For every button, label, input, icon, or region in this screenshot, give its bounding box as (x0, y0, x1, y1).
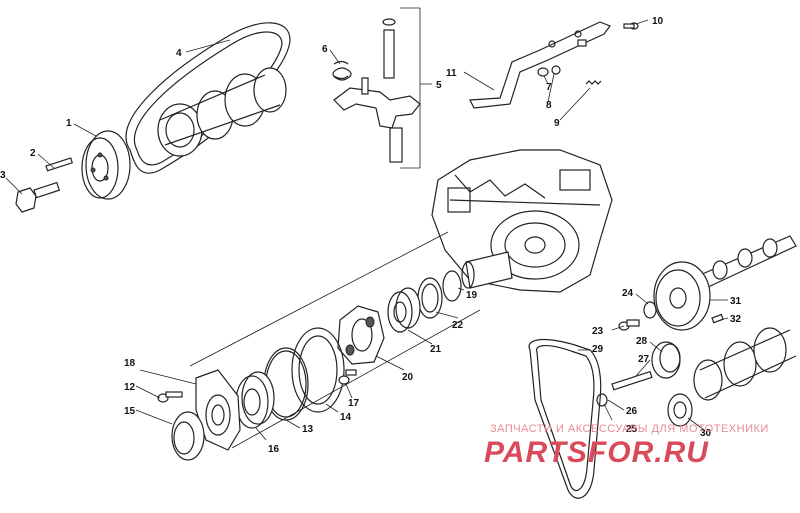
callout-4: 4 (176, 48, 182, 59)
callout-17: 17 (348, 398, 360, 409)
mounting-bracket (469, 21, 611, 109)
callout-15: 15 (124, 406, 136, 417)
callout-30: 30 (700, 428, 712, 439)
callout-11: 11 (446, 68, 457, 79)
callout-24: 24 (622, 288, 634, 299)
gasket-14 (291, 327, 345, 413)
engine-block (431, 149, 613, 293)
callout-3: 3 (0, 170, 6, 181)
drive-hub-20 (337, 305, 385, 365)
callout-2: 2 (30, 148, 36, 159)
timing-belt-29 (528, 338, 602, 499)
crank-gear-30 (667, 393, 693, 427)
crankshaft-upper (157, 67, 287, 157)
bracket-screw (623, 22, 639, 30)
callout-25: 25 (626, 424, 638, 435)
callout-13: 13 (302, 424, 314, 435)
drive-belt (125, 22, 291, 174)
leader-lines (5, 7, 729, 449)
washer-24 (643, 301, 657, 319)
callout-32: 32 (730, 314, 742, 325)
watermark-tagline: ЗАПЧАСТИ И АКСЕССУАРЫ ДЛЯ МОТОТЕХНИКИ (490, 423, 769, 435)
callout-14: 14 (340, 412, 352, 423)
bearing-21 (387, 287, 421, 333)
callout-22: 22 (452, 320, 464, 331)
output-shaft (461, 251, 513, 289)
washer-19 (442, 270, 462, 302)
cover-18 (195, 369, 241, 451)
callout-6: 6 (322, 44, 328, 55)
callout-20: 20 (402, 372, 414, 383)
callout-18: 18 (124, 358, 136, 369)
bolt-23 (618, 319, 640, 331)
callout-29: 29 (592, 344, 604, 355)
callout-8: 8 (546, 100, 552, 111)
bolt-12 (157, 391, 183, 403)
callout-9: 9 (554, 118, 560, 129)
bracket-spring (585, 80, 602, 85)
cam-gear-31 (653, 261, 711, 331)
callout-10: 10 (652, 16, 664, 27)
callout-21: 21 (430, 344, 442, 355)
callout-12: 12 (124, 382, 136, 393)
pulley-bolt (15, 181, 61, 213)
callout-1: 1 (66, 118, 72, 129)
callout-26: 26 (626, 406, 638, 417)
camshaft (699, 235, 797, 289)
seal-15 (171, 411, 205, 461)
bolt-17 (338, 369, 357, 385)
key-32 (711, 313, 724, 324)
pulley-stud (45, 157, 74, 172)
callout-7: 7 (546, 82, 552, 93)
callout-23: 23 (592, 326, 604, 337)
crank-pulley (81, 130, 131, 200)
watermark-brand: PARTSFOR.RU (484, 436, 709, 469)
bearing-16 (235, 371, 275, 429)
callout-28: 28 (636, 336, 648, 347)
bolt-27 (611, 370, 653, 391)
callout-19: 19 (466, 290, 478, 301)
callout-27: 27 (638, 354, 650, 365)
washer-26 (596, 393, 608, 407)
callout-5: 5 (436, 80, 442, 91)
callout-labels: 1 2 3 4 5 6 7 8 9 10 11 12 13 14 15 16 1… (0, 16, 742, 455)
callout-16: 16 (268, 444, 280, 455)
nut-small (537, 65, 561, 77)
watermark: ЗАПЧАСТИ И АКСЕССУАРЫ ДЛЯ МОТОТЕХНИКИ PA… (484, 423, 769, 469)
crankshaft-lower (693, 327, 797, 401)
tensioner-28 (651, 341, 681, 379)
tensioner-assembly (332, 18, 421, 163)
bearing-22 (417, 277, 443, 319)
callout-31: 31 (730, 296, 742, 307)
